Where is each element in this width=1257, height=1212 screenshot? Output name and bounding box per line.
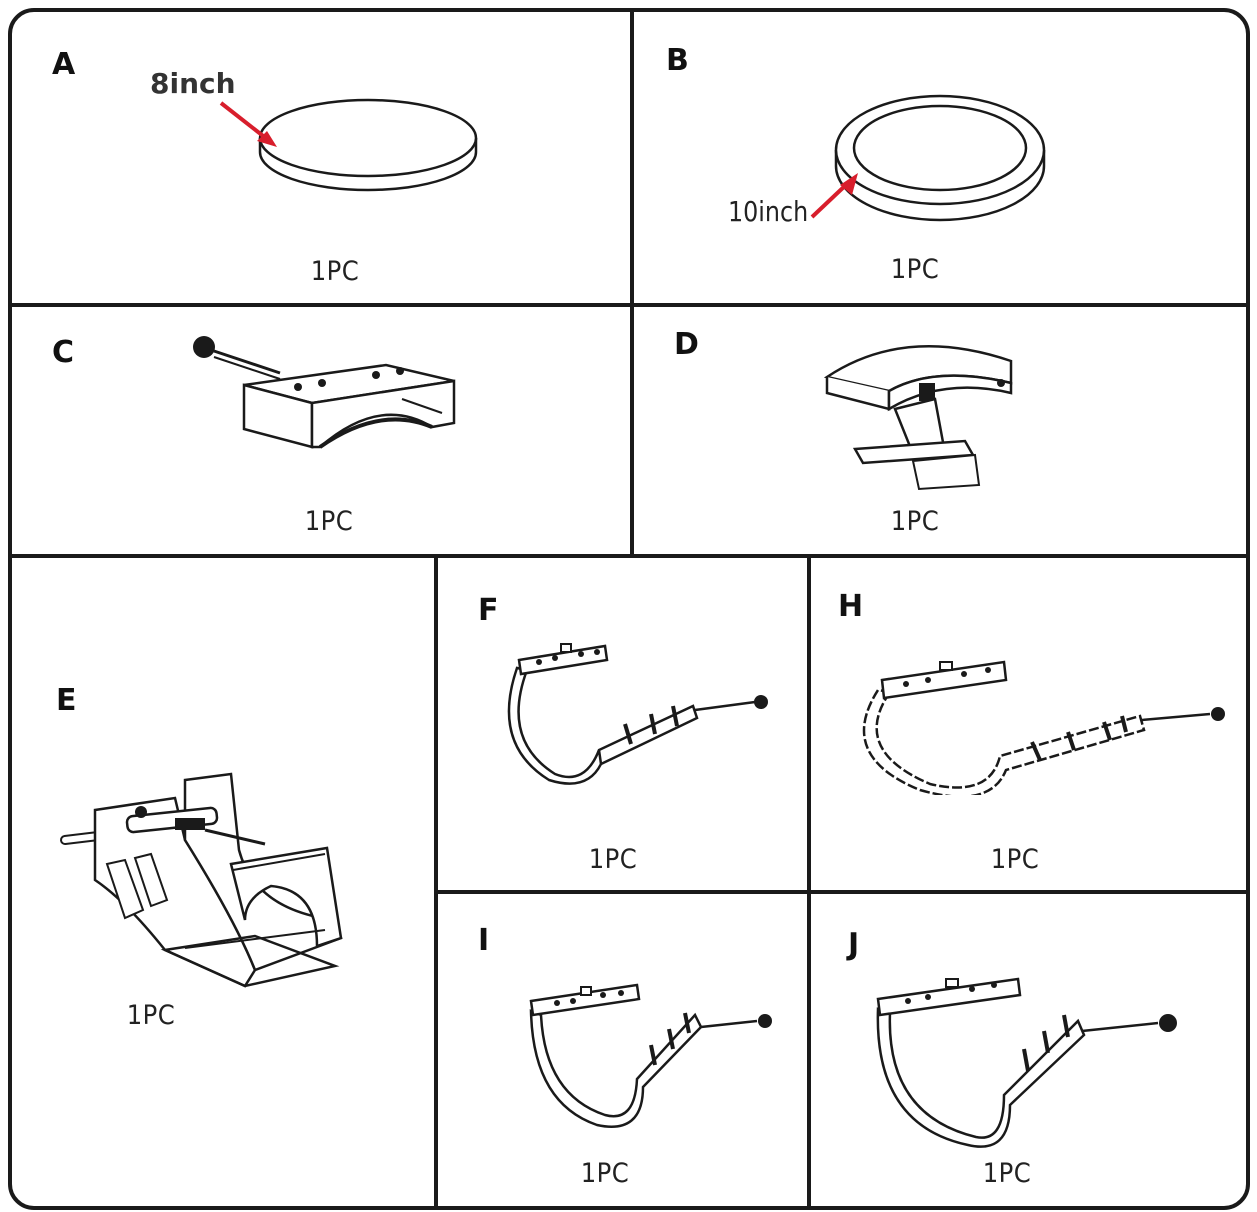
panel-label: A: [52, 47, 76, 82]
quantity-label: 1PC: [982, 1158, 1032, 1189]
quantity-label: 1PC: [580, 1158, 630, 1189]
mug-heating-pad-icon: [507, 643, 768, 785]
panel-label: I: [478, 923, 490, 958]
panel-label: B: [666, 43, 689, 78]
quantity-label: 1PC: [310, 256, 360, 287]
conical-mug-heating-pad-large-icon: [876, 977, 1177, 1148]
red-arrow-icon: [219, 101, 277, 147]
panel-label: C: [52, 335, 75, 370]
panel-label: H: [838, 589, 864, 624]
quantity-label: 1PC: [126, 1000, 176, 1031]
mug-heating-pad-large-icon: [862, 660, 1225, 795]
quantity-label: 1PC: [588, 844, 638, 875]
red-arrow-icon: [810, 173, 858, 219]
panel-label: D: [674, 327, 699, 362]
quantity-label: 1PC: [890, 506, 940, 537]
panel-label: E: [56, 683, 77, 718]
dimension-label: 10inch: [728, 195, 809, 228]
dimension-label: 8inch: [150, 67, 236, 100]
quantity-label: 1PC: [990, 844, 1040, 875]
panel-label: F: [478, 593, 499, 628]
ring-plate-icon: [834, 94, 1046, 222]
panel-label: J: [848, 927, 860, 962]
curved-cap-press-icon: [823, 345, 1013, 491]
concave-heating-block-icon: [193, 336, 456, 449]
quantity-label: 1PC: [304, 506, 354, 537]
flat-round-plate-icon: [258, 98, 478, 192]
mug-press-frame-icon: [60, 772, 343, 988]
quantity-label: 1PC: [890, 254, 940, 285]
conical-mug-heating-pad-small-icon: [529, 983, 772, 1128]
